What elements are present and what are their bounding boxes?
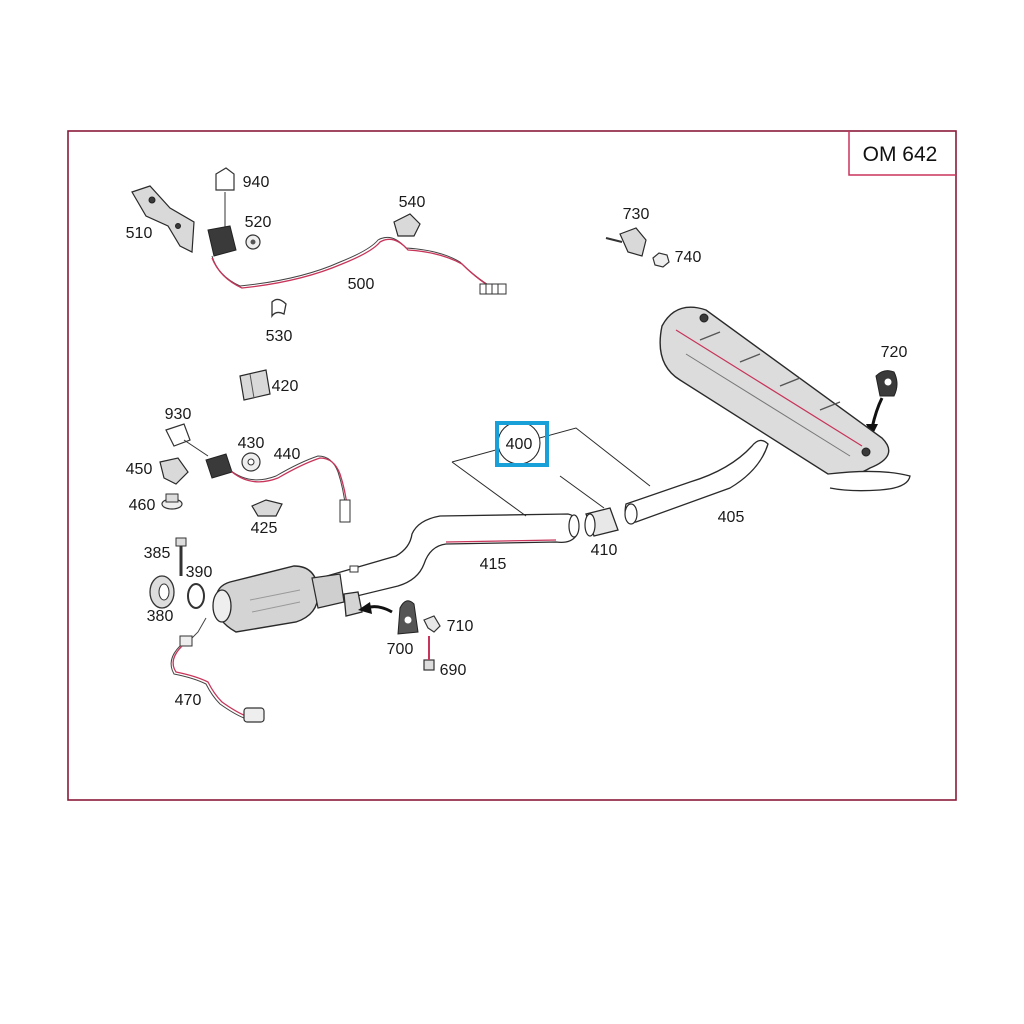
label-450[interactable]: 450 bbox=[126, 461, 153, 478]
label-720[interactable]: 720 bbox=[881, 344, 908, 361]
label-510[interactable]: 510 bbox=[126, 225, 153, 242]
part-930-connector-drawing bbox=[165, 423, 209, 457]
label-470[interactable]: 470 bbox=[175, 692, 202, 709]
selected-part-highlight bbox=[495, 421, 549, 467]
label-430[interactable]: 430 bbox=[238, 435, 265, 452]
part-440-sensor-cable-drawing bbox=[205, 453, 351, 523]
label-730[interactable]: 730 bbox=[623, 206, 650, 223]
part-450-bracket-drawing bbox=[159, 457, 189, 485]
label-420[interactable]: 420 bbox=[272, 378, 299, 395]
part-720-hanger-drawing bbox=[866, 370, 898, 436]
part-400-kit-outline bbox=[451, 421, 651, 517]
label-940[interactable]: 940 bbox=[243, 174, 270, 191]
label-405[interactable]: 405 bbox=[718, 509, 745, 526]
part-540-clip-drawing bbox=[393, 213, 421, 237]
label-410[interactable]: 410 bbox=[591, 542, 618, 559]
part-710-clip-drawing bbox=[423, 615, 441, 633]
part-380-flange-drawing bbox=[149, 575, 175, 609]
label-520[interactable]: 520 bbox=[245, 214, 272, 231]
label-740[interactable]: 740 bbox=[675, 249, 702, 266]
part-730-bracket-drawing bbox=[605, 227, 647, 257]
part-420-block-drawing bbox=[239, 369, 271, 401]
part-510-bracket-drawing bbox=[131, 185, 195, 253]
label-400[interactable]: 400 bbox=[506, 436, 533, 453]
part-415-pipe-drawing bbox=[319, 513, 580, 605]
part-470-sensor-cable-drawing bbox=[170, 617, 265, 723]
label-380[interactable]: 380 bbox=[147, 608, 174, 625]
label-500[interactable]: 500 bbox=[348, 276, 375, 293]
label-710[interactable]: 710 bbox=[447, 618, 474, 635]
label-440[interactable]: 440 bbox=[274, 446, 301, 463]
label-460[interactable]: 460 bbox=[129, 497, 156, 514]
part-460-nut-drawing bbox=[161, 493, 183, 510]
label-415[interactable]: 415 bbox=[480, 556, 507, 573]
diagram-frame bbox=[67, 130, 957, 801]
label-690[interactable]: 690 bbox=[440, 662, 467, 679]
part-410-clamp-drawing bbox=[584, 507, 619, 537]
part-690-bolt-drawing bbox=[423, 636, 435, 671]
catalytic-converter-drawing bbox=[212, 565, 345, 633]
rear-silencer-drawing bbox=[659, 306, 911, 492]
part-430-ring-drawing bbox=[241, 452, 261, 472]
label-385[interactable]: 385 bbox=[144, 545, 171, 562]
label-540[interactable]: 540 bbox=[399, 194, 426, 211]
part-500-sensor-cable-drawing bbox=[207, 225, 507, 295]
part-385-bolt-drawing bbox=[175, 537, 187, 576]
part-740-nut-drawing bbox=[652, 252, 670, 268]
callout-labels: 510 940 520 540 500 530 730 740 720 420 … bbox=[126, 174, 908, 709]
label-530[interactable]: 530 bbox=[266, 328, 293, 345]
engine-code-title: OM 642 bbox=[863, 143, 938, 166]
label-425[interactable]: 425 bbox=[251, 520, 278, 537]
part-940-connector-drawing bbox=[215, 167, 235, 228]
label-390[interactable]: 390 bbox=[186, 564, 213, 581]
part-700-bracket-drawing bbox=[343, 591, 419, 635]
title-box: OM 642 bbox=[848, 131, 956, 176]
part-520-nut-drawing bbox=[245, 234, 261, 250]
part-390-gasket-drawing bbox=[187, 583, 205, 609]
part-425-clip-drawing bbox=[251, 499, 283, 517]
label-700[interactable]: 700 bbox=[387, 641, 414, 658]
part-530-clip-drawing bbox=[271, 298, 287, 319]
label-930[interactable]: 930 bbox=[165, 406, 192, 423]
part-405-pipe-drawing bbox=[624, 439, 769, 525]
